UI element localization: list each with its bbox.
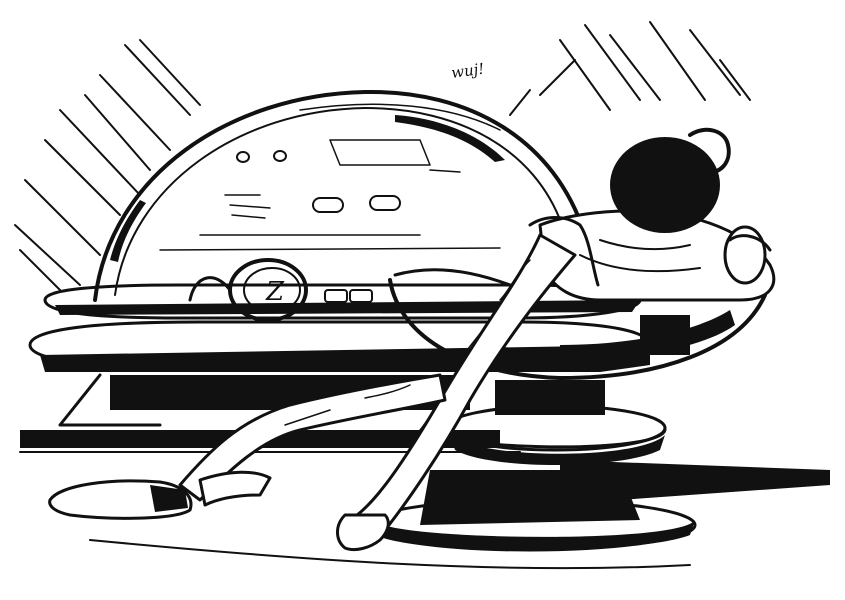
glass-dome [93,89,587,302]
dome-lights [236,150,401,213]
dome-panel [159,139,501,251]
slumped-figure [48,127,776,552]
helmet [610,127,772,285]
motion-lines-left [14,39,201,291]
dial-glyph: Z [265,277,285,307]
dial-gauge: Z [188,258,308,322]
pedestal-chair [363,268,767,552]
motion-lines-right [509,21,751,116]
sound-effect-caption: wuj! [450,60,485,82]
